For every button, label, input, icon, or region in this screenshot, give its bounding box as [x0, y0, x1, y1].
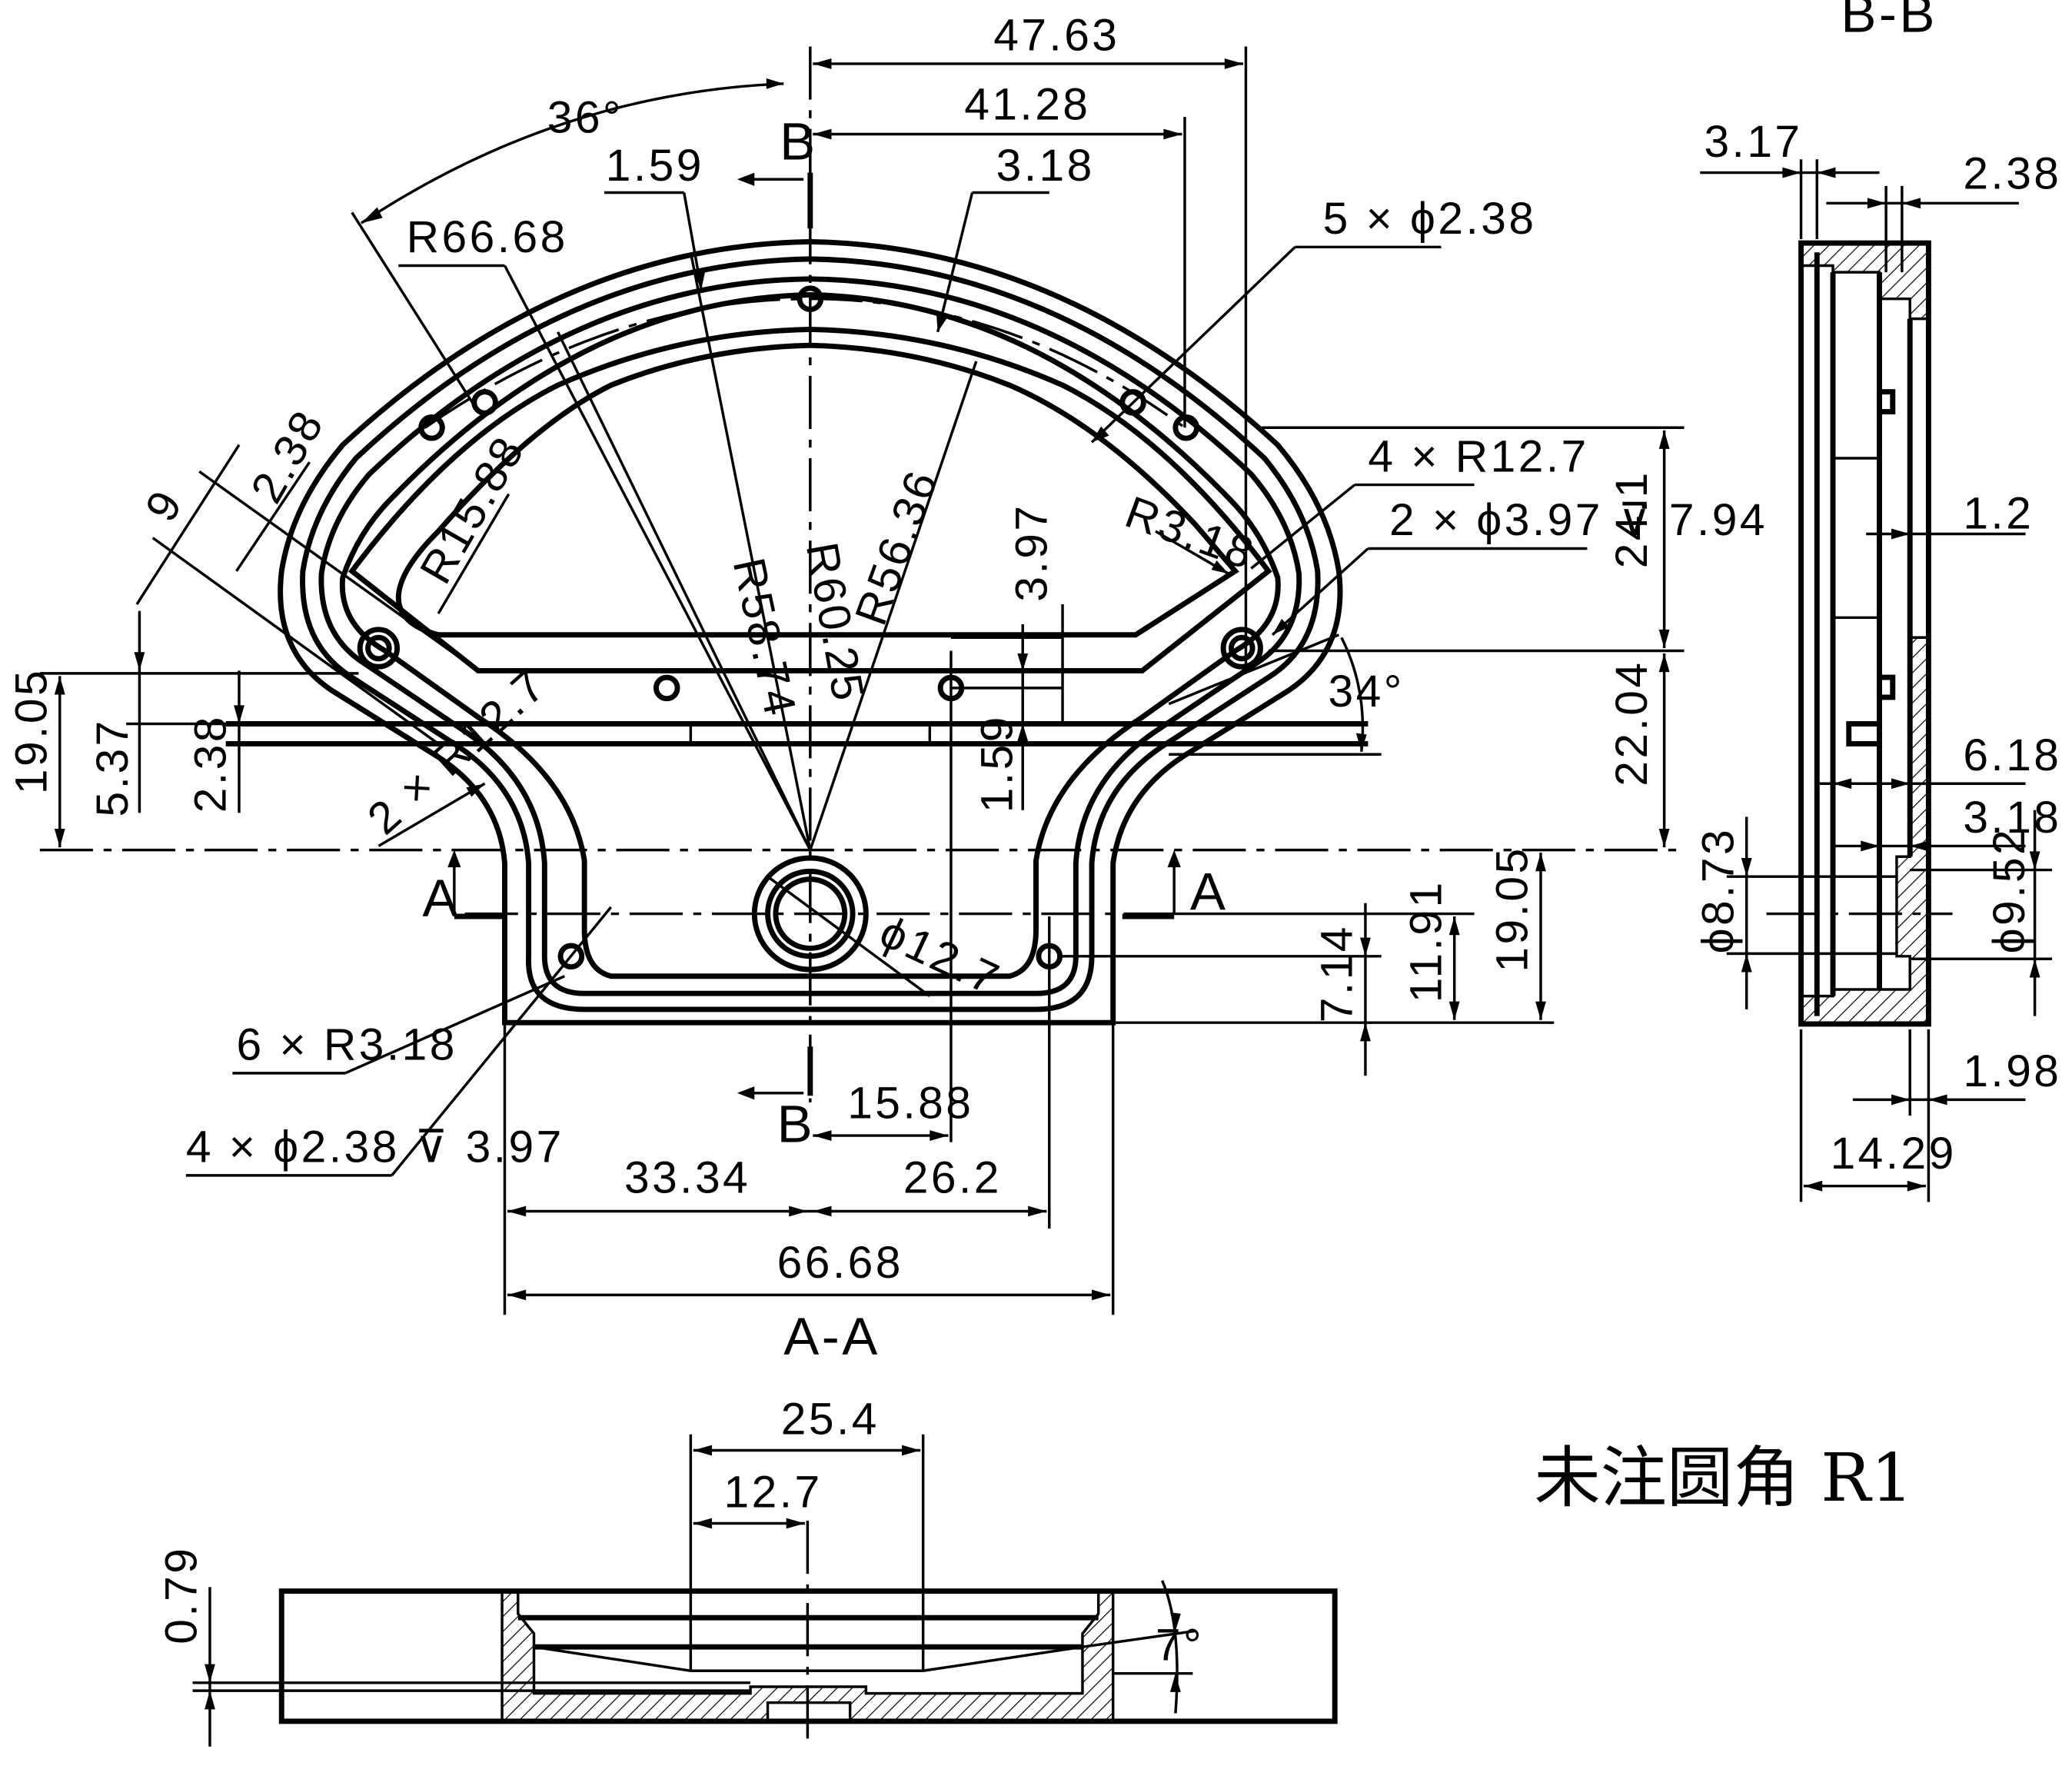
view-title-a-a: A-A	[783, 1306, 880, 1366]
label-phi12-7: ϕ12.7	[873, 906, 1009, 1005]
dim-r56-36: R56.36	[846, 463, 948, 632]
dim-66-68: 66.68	[777, 1238, 903, 1288]
section-mark-a-left: A	[422, 868, 461, 928]
dim-2-38-mid: 2.38	[186, 714, 236, 813]
dim-24-1: 24.1	[1607, 470, 1657, 568]
label-4x-holes: 4 × ϕ2.38 ⊽ 3.97	[186, 1122, 564, 1172]
section-mark-a-right: A	[1190, 861, 1229, 921]
dim-6-18: 6.18	[1963, 730, 2061, 780]
dim-1-2: 1.2	[1963, 489, 2034, 539]
dim-5-37: 5.37	[88, 718, 138, 816]
dim-25-4: 25.4	[781, 1395, 880, 1445]
dim-19-05-right: 19.05	[1488, 846, 1538, 972]
dim-26-2: 26.2	[903, 1152, 1002, 1202]
dim-r60-25: R60.25	[797, 539, 873, 707]
section-mark-b-top: B	[780, 111, 818, 171]
dim-0-79: 0.79	[157, 1546, 207, 1644]
dim-phi9-52: ϕ9.52	[1984, 827, 2034, 953]
dim-r3-18: R3.18	[1119, 487, 1262, 580]
dim-3-18-top: 3.18	[996, 141, 1095, 191]
section-b-b: B-B 3.17 2.38 1.2 6.18 3.18	[1693, 0, 2061, 1202]
hole	[471, 389, 498, 416]
dim-12-7: 12.7	[724, 1468, 823, 1518]
groove-outline-outer	[300, 256, 1321, 1013]
section-mark-b-bottom: B	[777, 1094, 816, 1154]
dim-11-91: 11.91	[1401, 880, 1451, 1003]
inner-rim	[339, 292, 1281, 979]
dim-7deg: 7°	[1156, 1620, 1204, 1670]
dim-2-38-side: 2.38	[1963, 148, 2061, 198]
dim-3-97: 3.97	[1006, 503, 1056, 601]
groove-outline-inner	[318, 276, 1302, 996]
dim-r15-88: R15.88	[411, 427, 534, 591]
label-2x-holes: 2 × ϕ3.97 ⊽ 7.94	[1389, 495, 1768, 545]
dim-47-63: 47.63	[993, 11, 1119, 61]
dim-19-05-left: 19.05	[6, 668, 56, 794]
hole-large	[1220, 627, 1263, 670]
hole	[418, 414, 445, 441]
fillet-note: 未注圆角 R1	[1534, 1440, 1913, 1517]
hole-large	[357, 627, 401, 670]
dim-14-29: 14.29	[1831, 1129, 1957, 1179]
hole-large-inner	[1228, 634, 1256, 662]
dim-1-59-mid: 1.59	[972, 714, 1022, 813]
dim-33-34: 33.34	[624, 1152, 750, 1202]
section-a-a: 25.4 12.7 0.79 7°	[157, 1395, 1338, 1747]
hole	[1119, 389, 1146, 416]
dim-36deg: 36°	[547, 93, 624, 143]
view-title-b-b: B-B	[1841, 0, 1937, 43]
hole	[653, 674, 680, 702]
dim-41-28: 41.28	[964, 79, 1090, 129]
hole	[557, 943, 585, 970]
label-5x-holes: 5 × ϕ2.38	[1323, 194, 1537, 244]
dim-3-17: 3.17	[1704, 117, 1802, 167]
hole-pitch-arc	[424, 297, 1186, 429]
dim-34deg: 34°	[1329, 667, 1405, 717]
dim-7-14: 7.14	[1312, 924, 1362, 1023]
dim-9: 9	[136, 481, 193, 530]
inner-window-2	[395, 342, 1239, 638]
label-4x-r12-7: 4 × R12.7	[1368, 431, 1588, 481]
dim-3-18-side: 3.18	[1963, 793, 2061, 843]
plan-view: B B A A 47.63 41.28 36° 1.59 3.18 R66.68…	[6, 11, 1768, 1366]
dim-r66-68: R66.68	[407, 212, 568, 262]
dim-1-98: 1.98	[1963, 1046, 2061, 1096]
label-6x-r3-18: 6 × R3.18	[237, 1020, 457, 1070]
dim-15-88: 15.88	[847, 1079, 973, 1129]
dim-phi8-73: ϕ8.73	[1693, 827, 1743, 953]
dim-1-59-top: 1.59	[606, 141, 704, 191]
hole-large-inner	[365, 634, 392, 662]
dim-22-04: 22.04	[1607, 660, 1657, 786]
dim-2-38-left: 2.38	[241, 401, 334, 511]
